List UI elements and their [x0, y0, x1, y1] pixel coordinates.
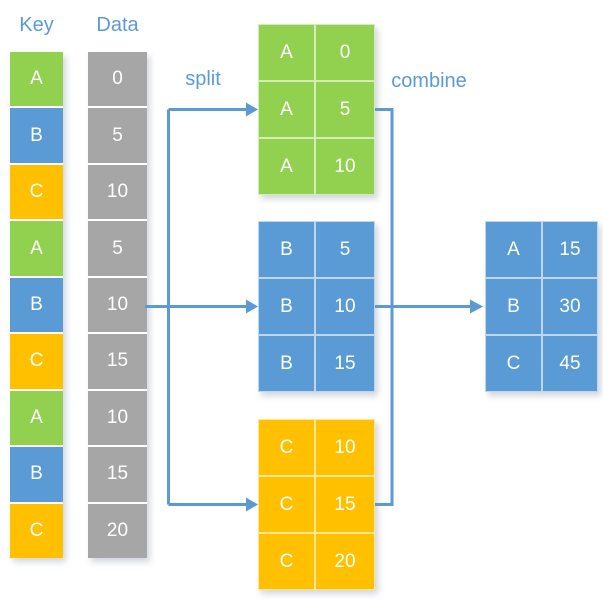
group-b-table: B 5 B 10 B 15	[258, 221, 375, 392]
split-arrowhead-b	[246, 299, 258, 314]
group-b-cell: 15	[315, 335, 375, 392]
group-a-cell: A	[258, 138, 315, 195]
key-cell: A	[10, 52, 63, 107]
data-cell: 10	[88, 164, 147, 220]
key-cell: C	[10, 334, 63, 389]
group-b-cell: B	[258, 278, 315, 335]
group-a-table: A 0 A 5 A 10	[258, 24, 375, 195]
data-cell: 5	[88, 221, 147, 276]
group-b-cell: 10	[315, 278, 375, 335]
combined-cell: 15	[542, 221, 598, 278]
group-a-cell: A	[258, 81, 315, 138]
combined-cell: C	[485, 335, 542, 392]
combined-cell: 45	[542, 335, 598, 392]
group-a-cell: 5	[315, 81, 375, 138]
split-arrowhead-c	[246, 497, 258, 512]
data-column-header: Data	[96, 14, 139, 36]
key-cell: A	[10, 390, 63, 446]
group-c-cell: C	[258, 419, 315, 476]
group-c-cell: 10	[315, 419, 375, 476]
data-cell: 5	[88, 108, 147, 163]
group-b-cell: B	[258, 221, 315, 278]
split-bracket-line	[145, 109, 170, 505]
key-cell: C	[10, 503, 63, 558]
data-column: 0 5 10 5 10 15 10 15 20	[88, 52, 147, 558]
combine-label: combine	[391, 70, 467, 92]
group-c-table: C 10 C 15 C 20	[258, 419, 375, 590]
group-c-cell: C	[258, 533, 315, 590]
data-cell: 10	[88, 390, 147, 446]
key-cell: B	[10, 277, 63, 333]
group-c-cell: 15	[315, 476, 375, 533]
split-arrowhead-a	[246, 102, 258, 117]
combined-cell: A	[485, 221, 542, 278]
combined-cell: B	[485, 278, 542, 335]
group-a-cell: 10	[315, 138, 375, 195]
group-c-cell: C	[258, 476, 315, 533]
combined-cell: 30	[542, 278, 598, 335]
group-a-cell: A	[258, 24, 315, 81]
data-cell: 10	[88, 277, 147, 333]
data-cell: 0	[88, 52, 147, 107]
combine-bracket-line	[374, 108, 394, 506]
data-cell: 15	[88, 447, 147, 502]
key-cell: B	[10, 447, 63, 502]
data-cell: 20	[88, 503, 147, 558]
combine-arrowhead	[470, 299, 483, 314]
key-cell: C	[10, 164, 63, 220]
data-cell: 15	[88, 334, 147, 389]
key-cell: B	[10, 108, 63, 163]
key-column-header: Key	[19, 14, 54, 36]
group-a-cell: 0	[315, 24, 375, 81]
group-b-cell: B	[258, 335, 315, 392]
key-column: A B C A B C A B C	[10, 52, 63, 558]
split-label: split	[185, 68, 221, 90]
group-c-cell: 20	[315, 533, 375, 590]
group-b-cell: 5	[315, 221, 375, 278]
combined-table: A 15 B 30 C 45	[485, 221, 598, 392]
key-cell: A	[10, 221, 63, 276]
